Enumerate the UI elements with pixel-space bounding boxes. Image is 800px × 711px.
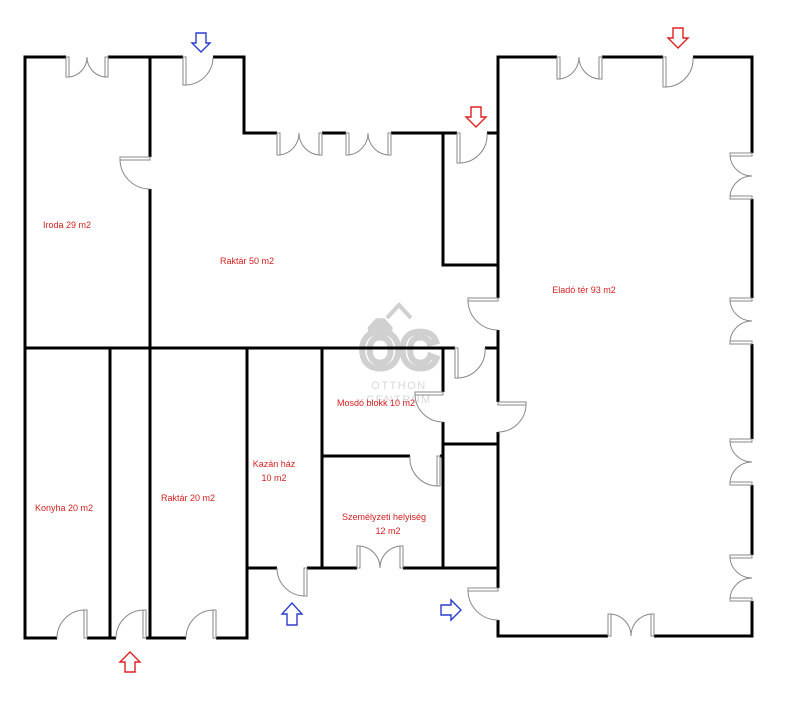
door-raktar-top-wall-1 bbox=[276, 131, 323, 156]
room-label-raktar-20: Raktár 20 m2 bbox=[161, 493, 215, 503]
room-label-kazan-line1: Kazán ház bbox=[253, 459, 296, 469]
room-label-szemelyzeti-line1: Személyzeti helyiség bbox=[342, 512, 426, 522]
door-elado-top-single bbox=[662, 55, 694, 88]
door-elado-top-double bbox=[556, 55, 603, 80]
entrance-arrow-top-red-middle bbox=[464, 106, 488, 128]
watermark: ÔC OTTHON CENTRUM bbox=[357, 302, 441, 406]
room-label-raktar-50: Raktár 50 m2 bbox=[220, 256, 274, 266]
room-label-elado-ter: Eladó tér 93 m2 bbox=[552, 285, 616, 295]
watermark-logo: ÔC bbox=[360, 321, 438, 380]
door-konyha bbox=[56, 609, 88, 640]
door-raktar-top bbox=[182, 55, 214, 86]
entrance-arrow-top-red-right bbox=[666, 27, 690, 49]
door-szemelyzeti-top bbox=[409, 454, 441, 487]
door-elado-right-4 bbox=[729, 554, 754, 602]
room-label-kazan-line2: 10 m2 bbox=[261, 473, 286, 483]
door-elado-bottom bbox=[607, 613, 655, 638]
door-elado-lower-left bbox=[467, 587, 500, 621]
door-elado-right-2 bbox=[729, 297, 754, 345]
outer-wall-left-block bbox=[23, 55, 500, 135]
door-iroda-top bbox=[65, 55, 109, 78]
watermark-line2: CENTRUM bbox=[366, 394, 432, 406]
door-raktar-top-wall-2 bbox=[345, 131, 392, 156]
room-labels: Iroda 29 m2 Raktár 50 m2 Eladó tér 93 m2… bbox=[35, 220, 616, 536]
door-raktar-elado bbox=[467, 297, 500, 331]
door-small-room bbox=[456, 131, 488, 164]
door-raktar-20 bbox=[185, 609, 217, 640]
watermark-line1: OTTHON bbox=[371, 380, 426, 392]
door-lower-inner-top bbox=[454, 346, 486, 379]
entrance-arrow-bottom-red bbox=[118, 651, 142, 673]
door-iroda-side bbox=[119, 156, 152, 190]
door-mosdo bbox=[414, 391, 445, 423]
entrance-arrow-side-blue bbox=[440, 598, 462, 622]
entrance-arrows bbox=[118, 27, 690, 673]
room-label-konyha: Konyha 20 m2 bbox=[35, 503, 93, 513]
door-kazan-bottom bbox=[276, 566, 308, 597]
door-corridor bbox=[115, 609, 147, 640]
entrance-arrow-top-blue bbox=[190, 32, 212, 53]
doors bbox=[56, 55, 754, 640]
entrance-arrow-bottom-blue bbox=[280, 601, 304, 626]
room-label-szemelyzeti-line2: 12 m2 bbox=[375, 526, 400, 536]
door-szemelyzeti-bottom bbox=[356, 545, 404, 570]
watermark-roof-icon bbox=[385, 302, 413, 320]
door-lower-inner-elado bbox=[496, 401, 527, 433]
room-label-iroda: Iroda 29 m2 bbox=[43, 220, 91, 230]
room-label-mosdo: Mosdó blokk 10 m2 bbox=[337, 398, 415, 408]
outer-wall-elado-ter bbox=[496, 55, 754, 638]
door-elado-right-3 bbox=[729, 438, 754, 486]
door-elado-right-1 bbox=[729, 152, 754, 200]
